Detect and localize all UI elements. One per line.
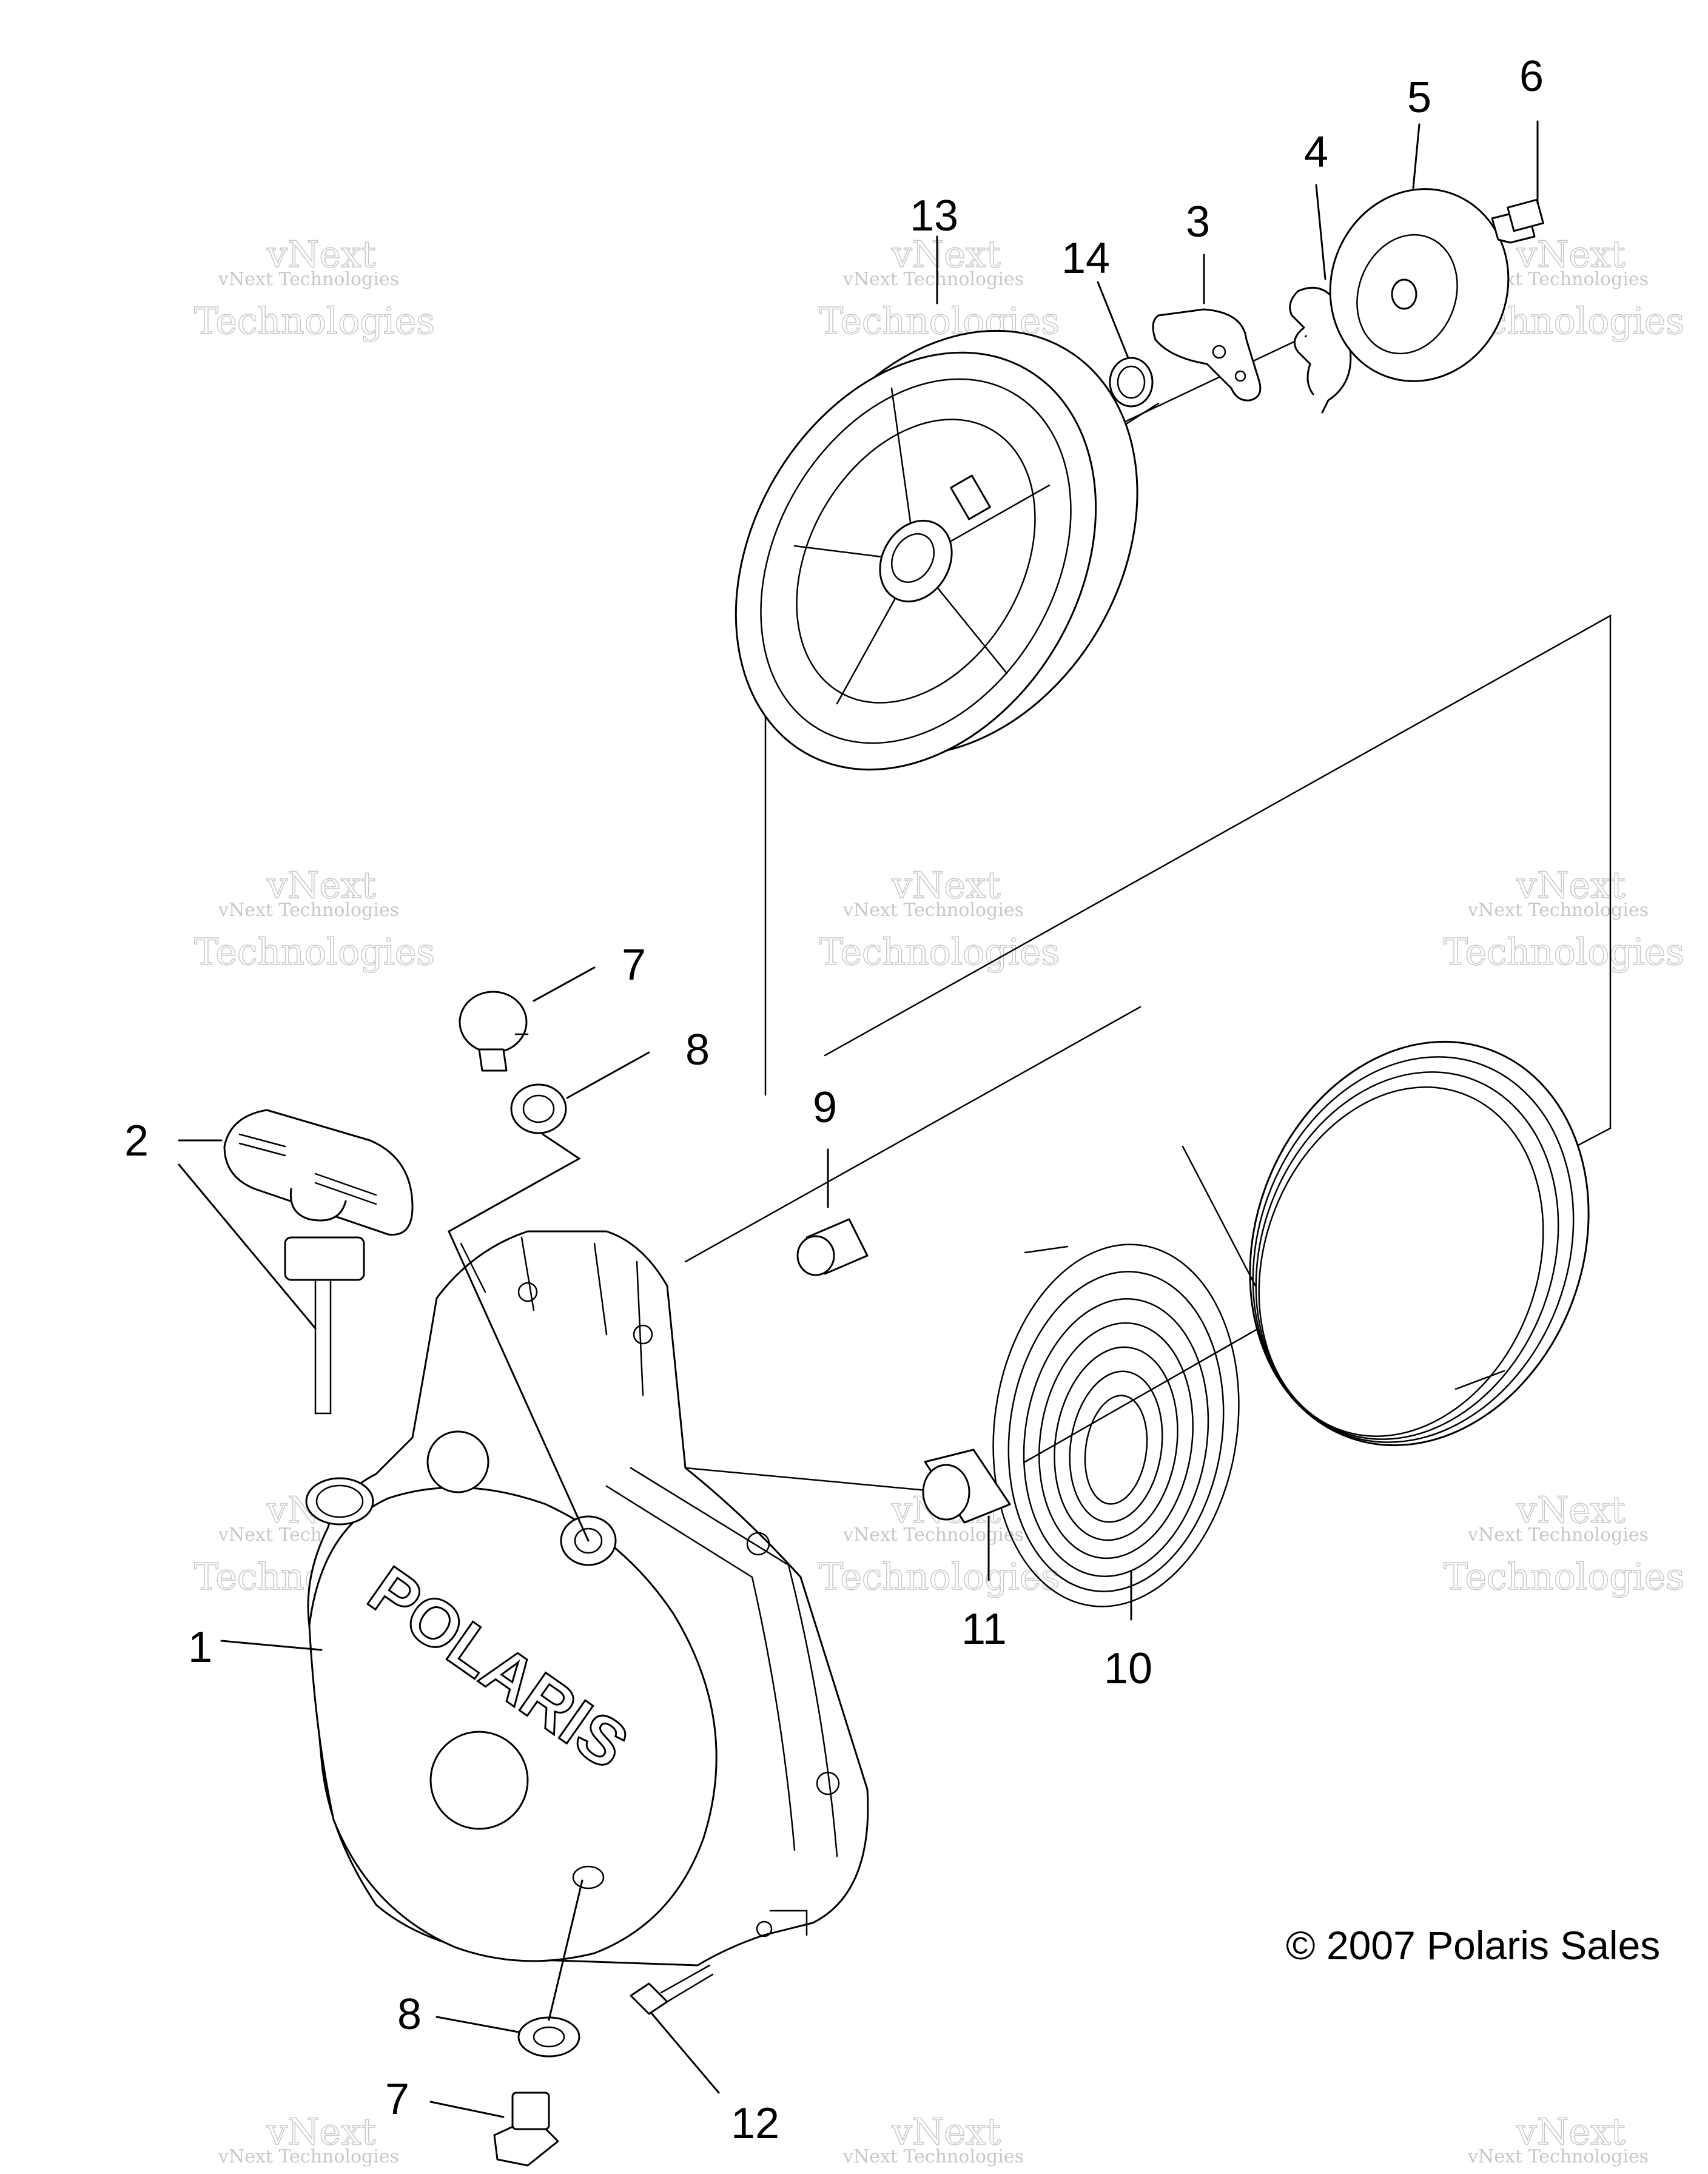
svg-text:Technologies: Technologies bbox=[819, 931, 1060, 974]
axis-line-cover bbox=[684, 1467, 947, 1493]
spring-small bbox=[1109, 357, 1154, 408]
plate bbox=[1329, 188, 1510, 382]
svg-text:vNext Technologies: vNext Technologies bbox=[842, 2146, 1024, 2167]
callout-4: 4 bbox=[1304, 128, 1328, 177]
svg-text:vNext: vNext bbox=[1516, 2111, 1626, 2153]
leader-lines bbox=[178, 120, 1539, 2118]
callout-7-upper: 7 bbox=[622, 941, 646, 989]
callout-8-lower: 8 bbox=[397, 1990, 422, 2039]
svg-text:vNext: vNext bbox=[266, 2111, 376, 2153]
watermark: vNext vNext Technologies Technologies bbox=[818, 864, 1060, 974]
washer-upper bbox=[510, 1083, 567, 1134]
svg-text:vNext Technologies: vNext Technologies bbox=[842, 1524, 1024, 1546]
watermark: vNext vNext Technologies Technologies bbox=[818, 233, 1060, 343]
pulley bbox=[735, 329, 1138, 771]
callout-7-lower: 7 bbox=[385, 2075, 409, 2124]
svg-text:vNext Technologies: vNext Technologies bbox=[218, 2146, 399, 2167]
svg-text:Technologies: Technologies bbox=[1444, 931, 1684, 974]
callout-3: 3 bbox=[1186, 198, 1210, 246]
svg-text:vNext Technologies: vNext Technologies bbox=[218, 269, 399, 290]
leader-1 bbox=[220, 1640, 323, 1651]
watermark: vNext vNext Technologies Technologies bbox=[1443, 864, 1685, 974]
svg-text:vNext Technologies: vNext Technologies bbox=[1467, 1524, 1649, 1546]
watermark: vNext vNext Technologies bbox=[1467, 2110, 1649, 2167]
svg-text:Technologies: Technologies bbox=[819, 1556, 1060, 1598]
screw bbox=[630, 1964, 714, 2015]
svg-text:vNext: vNext bbox=[266, 234, 376, 276]
watermark: vNext vNext Technologies Technologies bbox=[1443, 1489, 1685, 1599]
leader-8a-route bbox=[448, 1133, 590, 1542]
washer-lower bbox=[517, 2016, 580, 2058]
callout-2: 2 bbox=[124, 1117, 149, 1165]
copyright-notice: © 2007 Polaris Sales bbox=[1286, 1923, 1660, 1968]
watermark: vNext vNext Technologies bbox=[218, 2110, 399, 2167]
bushing-9 bbox=[796, 1218, 869, 1276]
watermark: vNext vNext Technologies Technologies bbox=[193, 864, 435, 974]
plug-upper bbox=[459, 991, 529, 1072]
callout-labels: 1 2 3 4 5 6 7 7 8 8 9 10 11 12 13 14 bbox=[124, 52, 1544, 2148]
svg-text:vNext: vNext bbox=[891, 864, 1001, 907]
callout-8-upper: 8 bbox=[685, 1026, 710, 1074]
ratchet bbox=[1152, 308, 1262, 402]
callout-12: 12 bbox=[731, 2099, 779, 2148]
svg-text:Technologies: Technologies bbox=[1444, 1556, 1684, 1598]
svg-text:vNext: vNext bbox=[891, 234, 1001, 276]
leader-8b-route bbox=[548, 1879, 583, 2021]
callout-11: 11 bbox=[961, 1605, 1007, 1654]
svg-text:Technologies: Technologies bbox=[194, 300, 435, 343]
leader-7b bbox=[429, 2101, 505, 2118]
callout-10: 10 bbox=[1104, 1644, 1152, 1693]
svg-text:vNext Technologies: vNext Technologies bbox=[842, 900, 1024, 921]
callout-9: 9 bbox=[813, 1083, 837, 1132]
axis-line-main bbox=[684, 1006, 1141, 1263]
housing: POLARIS bbox=[305, 1230, 869, 1967]
leader-8b bbox=[435, 2016, 520, 2033]
svg-text:vNext: vNext bbox=[1516, 864, 1626, 907]
axis-line-box bbox=[824, 614, 1612, 1160]
callout-5: 5 bbox=[1407, 73, 1431, 122]
plug-lower bbox=[493, 2092, 559, 2167]
callout-14: 14 bbox=[1061, 234, 1110, 283]
callout-1: 1 bbox=[188, 1623, 212, 1672]
leader-14 bbox=[1097, 281, 1129, 359]
svg-text:vNext Technologies: vNext Technologies bbox=[218, 900, 399, 921]
leader-2-rod bbox=[178, 1163, 317, 1330]
watermark: vNext vNext Technologies Technologies bbox=[193, 233, 435, 343]
watermark: vNext vNext Technologies bbox=[842, 2110, 1024, 2167]
svg-text:vNext: vNext bbox=[891, 2111, 1001, 2153]
leader-7a bbox=[533, 966, 596, 1002]
svg-text:vNext: vNext bbox=[1516, 1489, 1626, 1532]
leader-5 bbox=[1412, 123, 1421, 189]
leader-8a bbox=[566, 1051, 650, 1099]
spring-housing bbox=[1182, 1040, 1590, 1447]
svg-text:Technologies: Technologies bbox=[194, 931, 435, 974]
bushing-11 bbox=[922, 1449, 1011, 1524]
bolt-top bbox=[1491, 198, 1544, 244]
handle bbox=[223, 1109, 414, 1415]
leader-12 bbox=[651, 2013, 720, 2094]
callout-6: 6 bbox=[1519, 52, 1544, 101]
svg-text:vNext Technologies: vNext Technologies bbox=[1467, 2146, 1649, 2167]
leader-4 bbox=[1315, 184, 1326, 280]
svg-text:vNext: vNext bbox=[266, 864, 376, 907]
svg-text:vNext Technologies: vNext Technologies bbox=[1467, 900, 1649, 921]
callout-13: 13 bbox=[910, 192, 958, 240]
svg-text:vNext Technologies: vNext Technologies bbox=[842, 269, 1024, 290]
svg-text:vNext: vNext bbox=[1516, 234, 1626, 276]
recoil-spring bbox=[992, 1243, 1240, 1607]
